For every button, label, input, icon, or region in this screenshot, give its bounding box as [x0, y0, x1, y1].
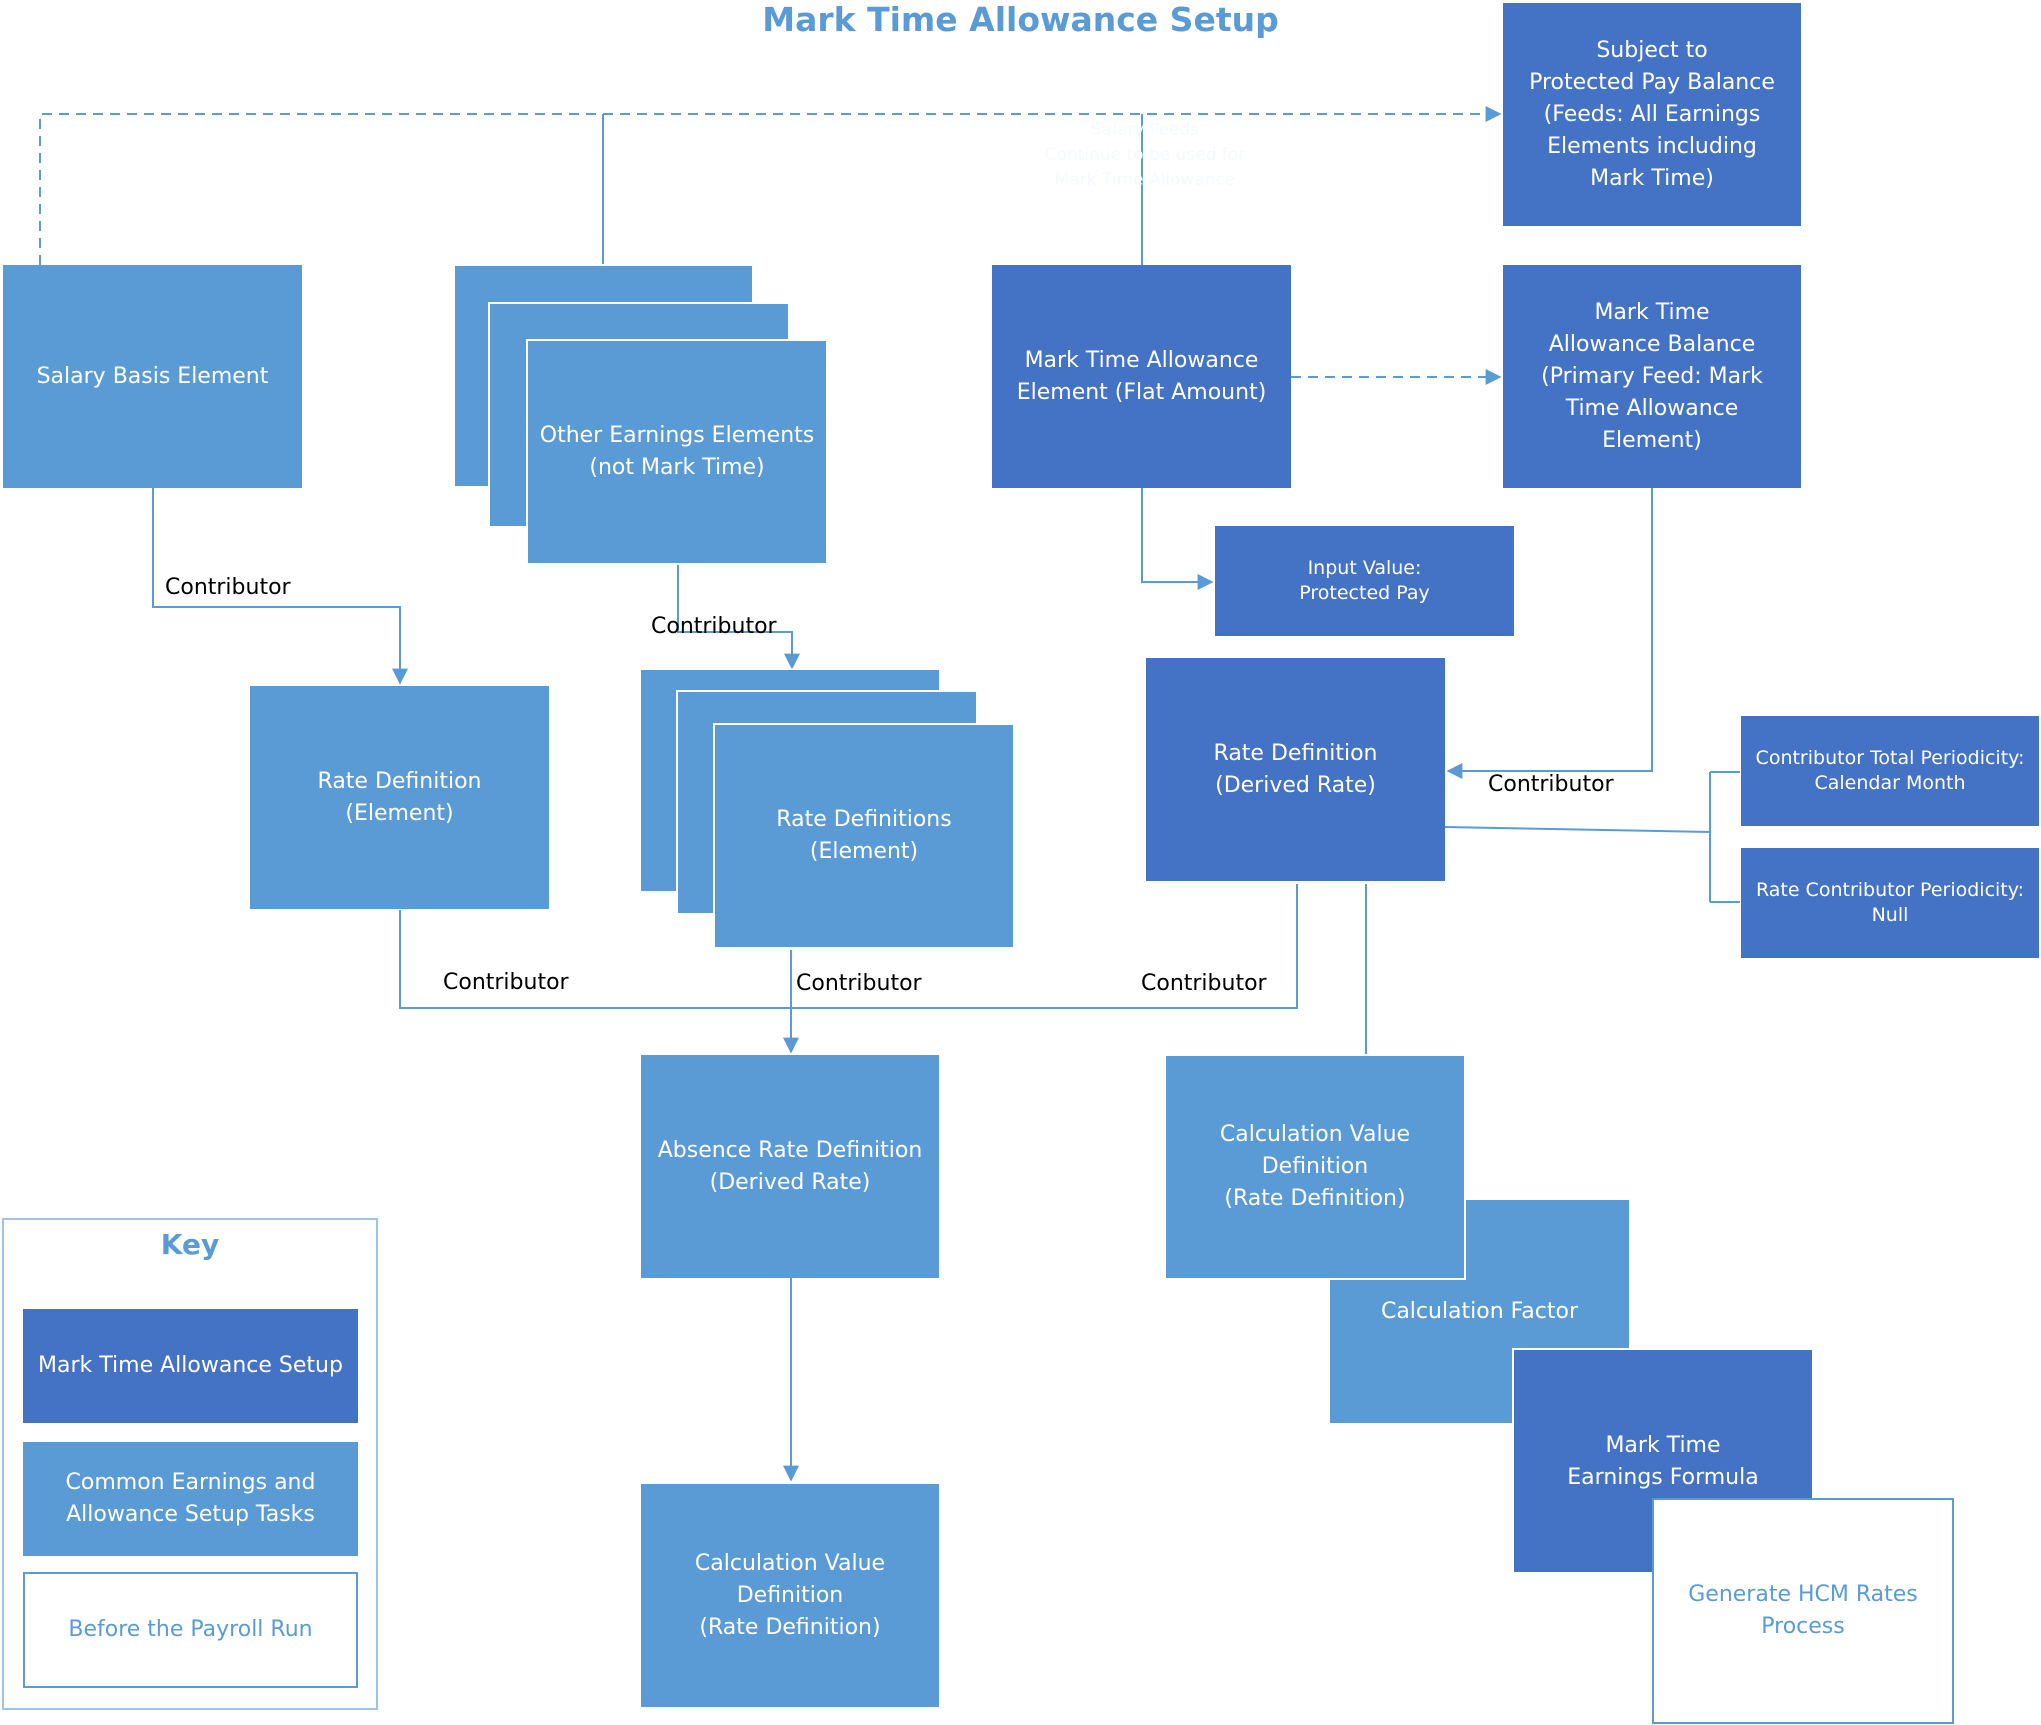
input-value-protected-pay-box: Input Value: Protected Pay: [1215, 526, 1514, 636]
key-panel: [2, 1218, 378, 1710]
faint-note: Salary Feeds Continue to be used for Mar…: [1044, 120, 1246, 190]
contributor-label-derived-rate: Contributor: [1141, 971, 1267, 996]
subject-to-protected-pay-balance-box: Subject to Protected Pay Balance (Feeds:…: [1503, 3, 1801, 226]
key-title: Key: [160, 1228, 220, 1261]
page-title: Mark Time Allowance Setup: [762, 0, 1279, 39]
absence-rate-definition-box: Absence Rate Definition (Derived Rate): [641, 1055, 939, 1278]
mark-time-allowance-balance-box: Mark Time Allowance Balance (Primary Fee…: [1503, 265, 1801, 488]
contributor-total-periodicity-box: Contributor Total Periodicity: Calendar …: [1741, 716, 2039, 826]
rate-definition-element-box: Rate Definition (Element): [250, 686, 549, 909]
mark-time-allowance-element-box: Mark Time Allowance Element (Flat Amount…: [992, 265, 1291, 488]
contributor-label-salary: Contributor: [165, 575, 291, 600]
generate-hcm-rates-process-box: Generate HCM Rates Process: [1652, 1498, 1954, 1724]
connector-input-value: [1141, 488, 1214, 590]
connector-other-rates: [677, 565, 800, 670]
rate-definition-derived-box: Rate Definition (Derived Rate): [1146, 658, 1445, 881]
contributor-label-rate-element: Contributor: [443, 970, 569, 995]
rate-contributor-periodicity-box: Rate Contributor Periodicity: Null: [1741, 848, 2039, 958]
feed-line-top: [39, 106, 1502, 265]
salary-basis-element-box: Salary Basis Element: [3, 265, 302, 488]
connector-balance-derived: [1446, 488, 1653, 779]
key-item-mark-time-setup: Mark Time Allowance Setup: [23, 1309, 358, 1423]
connector-salary-rate: [152, 488, 408, 685]
key-item-common-earnings: Common Earnings and Allowance Setup Task…: [23, 1442, 358, 1556]
connector-periodicity: [1443, 771, 1740, 903]
other-earnings-elements-box: Other Earnings Elements (not Mark Time): [526, 339, 828, 565]
rate-definitions-element-box: Rate Definitions (Element): [713, 723, 1015, 949]
key-item-before-payroll-run: Before the Payroll Run: [23, 1572, 358, 1688]
contributor-label-balance: Contributor: [1488, 772, 1614, 797]
connector-rate-element-absence: [399, 884, 1298, 1009]
calculation-value-definition-bottom-box: Calculation Value Definition (Rate Defin…: [641, 1484, 939, 1707]
calculation-value-definition-right-box: Calculation Value Definition (Rate Defin…: [1164, 1054, 1466, 1280]
contributor-label-other-earnings: Contributor: [651, 614, 777, 639]
contributor-label-rate-definitions: Contributor: [796, 971, 922, 996]
